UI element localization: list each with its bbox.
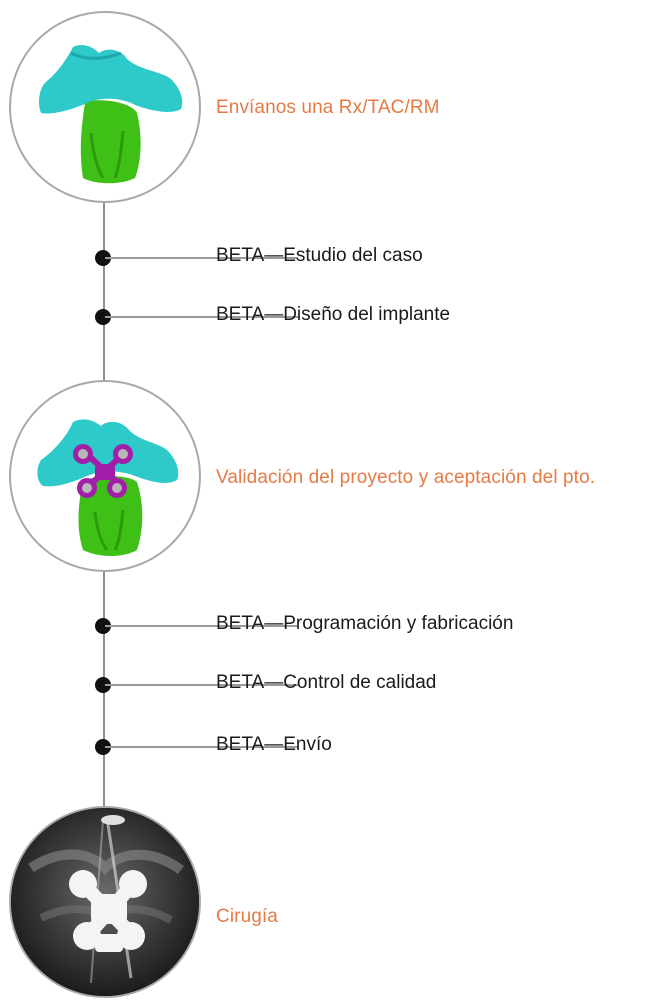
step-dot-icon xyxy=(95,309,111,325)
step-label: BETA—Diseño del implante xyxy=(216,304,451,325)
step-label: BETA—Envío xyxy=(216,734,332,755)
milestone-label: Cirugía xyxy=(216,906,278,927)
step-dot-icon xyxy=(95,739,111,755)
step-label: BETA—Estudio del caso xyxy=(216,245,423,266)
milestone-label: Validación del proyecto y aceptación del… xyxy=(216,467,596,488)
vertebra-implant-icon xyxy=(37,419,179,556)
timeline-step: BETA—Diseño del implante xyxy=(95,304,615,327)
step-dot-icon xyxy=(95,677,111,693)
step-label: BETA—Control de calidad xyxy=(216,672,437,693)
timeline-step: BETA—Envío xyxy=(95,734,615,757)
milestone-label: Envíanos una Rx/TAC/RM xyxy=(216,97,440,118)
vertebra-with-implant-image xyxy=(9,380,201,572)
step-connector xyxy=(105,316,298,318)
vertebra-icon xyxy=(39,45,183,184)
xray-icon xyxy=(11,808,199,996)
step-dot-icon xyxy=(95,250,111,266)
timeline-connector xyxy=(103,200,105,390)
step-label: BETA—Programación y fabricación xyxy=(216,613,514,634)
step-connector xyxy=(105,746,298,748)
step-dot-icon xyxy=(95,618,111,634)
step-connector xyxy=(105,684,298,686)
step-connector xyxy=(105,257,298,259)
step-connector xyxy=(105,625,298,627)
timeline-connector xyxy=(103,568,105,818)
vertebra-model-image xyxy=(9,11,201,203)
timeline-step: BETA—Programación y fabricación xyxy=(95,613,615,636)
timeline-step: BETA—Control de calidad xyxy=(95,672,615,695)
xray-implant-image xyxy=(9,806,201,998)
timeline-step: BETA—Estudio del caso xyxy=(95,245,615,268)
